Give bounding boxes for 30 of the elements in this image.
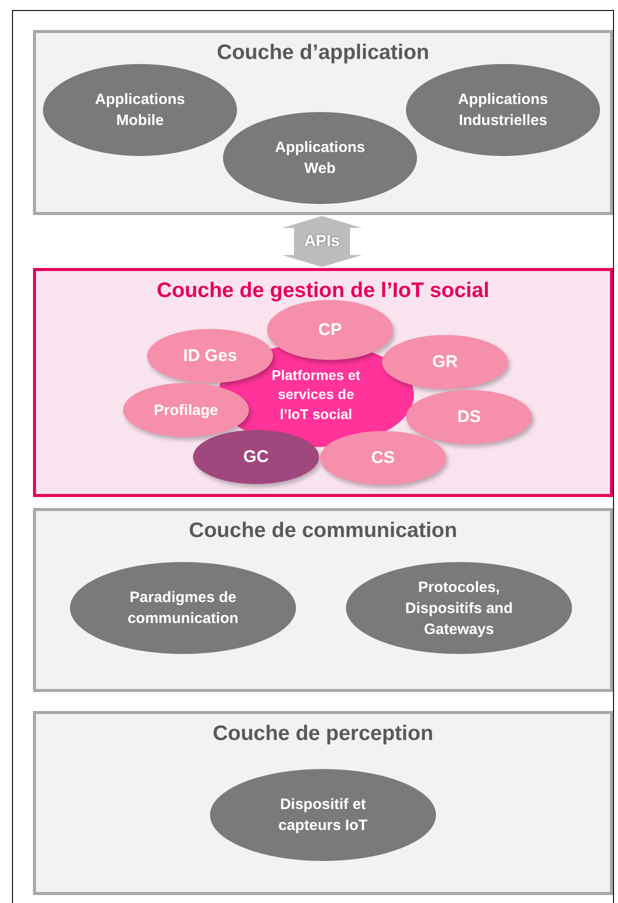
ellipse-label: Applications Mobile <box>94 90 186 131</box>
ellipse <box>193 430 319 484</box>
edge-label: APIs <box>304 233 340 251</box>
ellipse <box>406 390 532 444</box>
ellipse-label: Platformes et services de l’IoT social <box>270 366 362 424</box>
ellipse-label: Profilage <box>154 400 218 420</box>
layer-title: Couche de perception <box>212 722 434 746</box>
layer-panel <box>33 508 613 692</box>
ellipse-label: CS <box>371 447 395 470</box>
layer-title: Couche de gestion de l’IoT social <box>156 279 490 303</box>
ellipse-label: DS <box>457 406 481 428</box>
ellipse-label: Applications Web <box>274 138 366 179</box>
double-arrow <box>282 216 362 267</box>
ellipse-label: Applications Industrielles <box>456 90 549 131</box>
layer-panel <box>33 268 613 497</box>
ellipse-label: GC <box>243 446 269 468</box>
ellipse-label: CP <box>318 319 342 342</box>
ellipse <box>320 431 446 485</box>
ellipse-label: ID Ges <box>183 345 237 368</box>
ellipse-label: Dispositif et capteurs IoT <box>277 795 369 836</box>
layer-panel <box>33 30 613 215</box>
layer-title: Couche de communication <box>188 519 458 543</box>
ellipse-label: GR <box>432 351 458 374</box>
layer-panel <box>33 711 613 895</box>
layer-title: Couche d’application <box>216 41 430 65</box>
ellipse <box>123 383 249 437</box>
ellipse-label: Paradigmes de communication <box>126 588 240 629</box>
ellipse <box>147 329 273 383</box>
ellipse-label: Protocoles, Dispositifs and Gateways <box>404 578 514 640</box>
ellipse <box>382 335 508 389</box>
